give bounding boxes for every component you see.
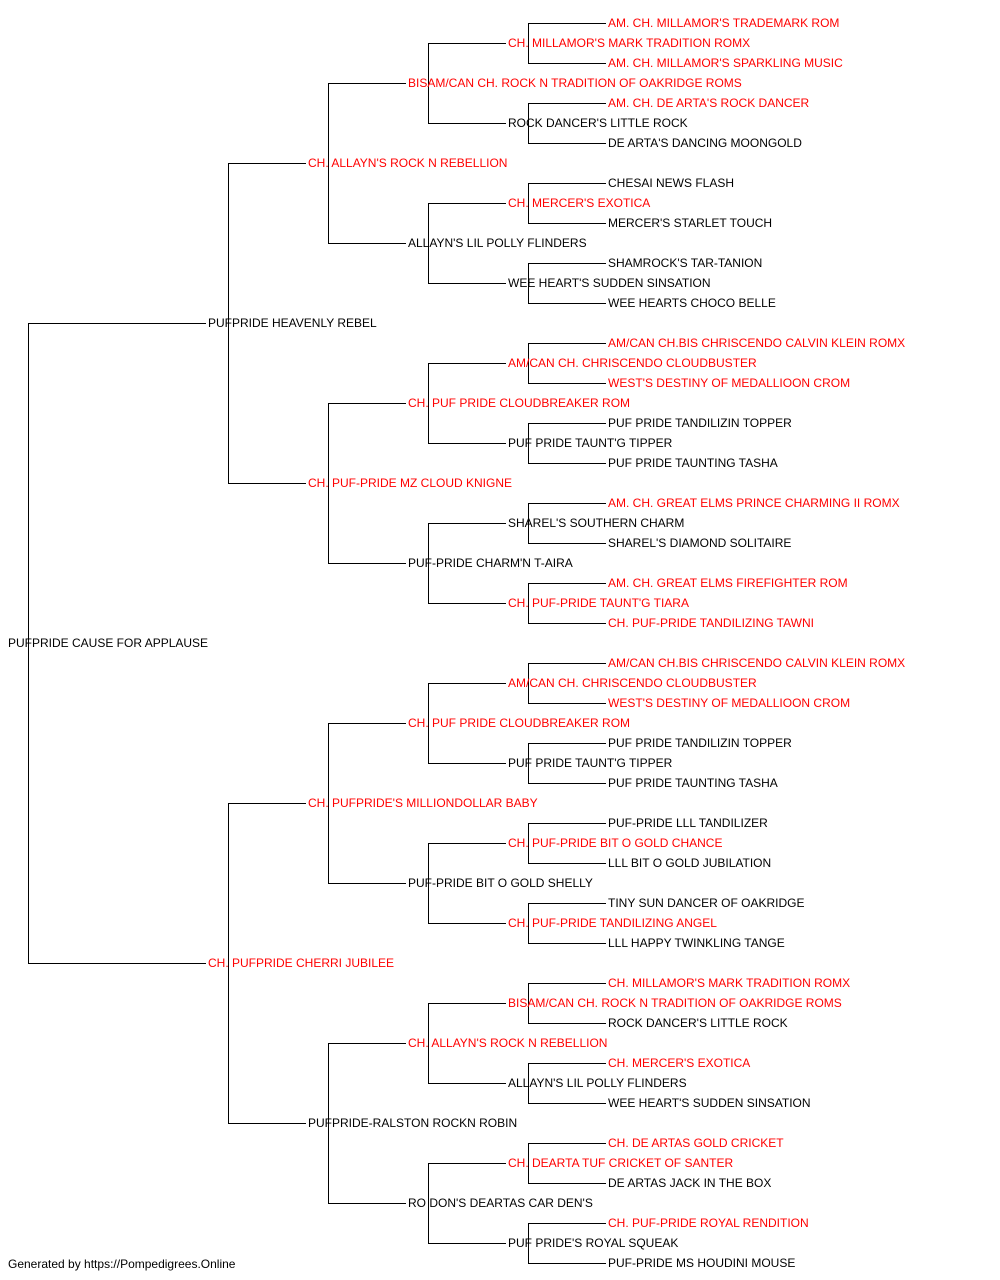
ancestor-name-gen-5: CH. DE ARTAS GOLD CRICKET	[608, 1136, 784, 1150]
ancestor-name-gen-4: ROCK DANCER'S LITTLE ROCK	[508, 116, 688, 130]
ancestor-name-gen-5: AM. CH. DE ARTA'S ROCK DANCER	[608, 96, 810, 110]
pedigree-connector-lines	[28, 23, 606, 1264]
ancestor-name-gen-3: PUF-PRIDE CHARM'N T-AIRA	[408, 556, 573, 570]
ancestor-name-gen-5: CHESAI NEWS FLASH	[608, 176, 734, 190]
ancestor-name-gen-4: AM/CAN CH. CHRISCENDO CLOUDBUSTER	[508, 676, 757, 690]
ancestor-name-gen-4: CH. PUF-PRIDE TAUNT'G TIARA	[508, 596, 689, 610]
ancestor-name-gen-1: CH. PUFPRIDE CHERRI JUBILEE	[208, 956, 394, 970]
ancestor-name-gen-4: CH. MERCER'S EXOTICA	[508, 196, 650, 210]
ancestor-name-gen-5: AM. CH. MILLAMOR'S SPARKLING MUSIC	[608, 56, 843, 70]
ancestor-name-gen-5: SHAREL'S DIAMOND SOLITAIRE	[608, 536, 791, 550]
ancestor-name-gen-5: MERCER'S STARLET TOUCH	[608, 216, 772, 230]
ancestor-name-gen-3: CH. PUF PRIDE CLOUDBREAKER ROM	[408, 716, 630, 730]
ancestor-name-gen-4: BISAM/CAN CH. ROCK N TRADITION OF OAKRID…	[508, 996, 842, 1010]
ancestor-name-gen-5: LLL HAPPY TWINKLING TANGE	[608, 936, 785, 950]
ancestor-name-gen-5: TINY SUN DANCER OF OAKRIDGE	[608, 896, 804, 910]
ancestor-name-gen-5: PUF-PRIDE LLL TANDILIZER	[608, 816, 768, 830]
ancestor-name-gen-4: AM/CAN CH. CHRISCENDO CLOUDBUSTER	[508, 356, 757, 370]
ancestor-name-gen-5: PUF PRIDE TAUNTING TASHA	[608, 456, 778, 470]
ancestor-name-gen-5: LLL BIT O GOLD JUBILATION	[608, 856, 771, 870]
ancestor-name-gen-5: PUF PRIDE TANDILIZIN TOPPER	[608, 416, 792, 430]
ancestor-name-gen-5: DE ARTAS JACK IN THE BOX	[608, 1176, 771, 1190]
ancestor-name-gen-5: CH. PUF-PRIDE ROYAL RENDITION	[608, 1216, 809, 1230]
ancestor-name-gen-5: AM/CAN CH.BIS CHRISCENDO CALVIN KLEIN RO…	[608, 336, 905, 350]
ancestor-name-gen-5: AM. CH. GREAT ELMS PRINCE CHARMING II RO…	[608, 496, 900, 510]
ancestor-name-gen-3: BISAM/CAN CH. ROCK N TRADITION OF OAKRID…	[408, 76, 742, 90]
ancestor-name-gen-4: ALLAYN'S LIL POLLY FLINDERS	[508, 1076, 687, 1090]
ancestor-name-gen-1: PUFPRIDE HEAVENLY REBEL	[208, 316, 377, 330]
ancestor-name-gen-5: DE ARTA'S DANCING MOONGOLD	[608, 136, 802, 150]
ancestor-name-gen-3: PUF-PRIDE BIT O GOLD SHELLY	[408, 876, 593, 890]
ancestor-name-gen-5: WEST'S DESTINY OF MEDALLIOON CROM	[608, 376, 850, 390]
ancestor-name-gen-5: SHAMROCK'S TAR-TANION	[608, 256, 762, 270]
ancestor-name-gen-2: PUFPRIDE-RALSTON ROCKN ROBIN	[308, 1116, 517, 1130]
ancestor-name-gen-5: PUF PRIDE TANDILIZIN TOPPER	[608, 736, 792, 750]
ancestor-name-gen-4: PUF PRIDE TAUNT'G TIPPER	[508, 756, 673, 770]
subject-dog-name: PUFPRIDE CAUSE FOR APPLAUSE	[8, 636, 208, 650]
ancestor-name-gen-4: CH. PUF-PRIDE BIT O GOLD CHANCE	[508, 836, 722, 850]
ancestor-name-gen-5: ROCK DANCER'S LITTLE ROCK	[608, 1016, 788, 1030]
ancestor-name-gen-4: CH. PUF-PRIDE TANDILIZING ANGEL	[508, 916, 717, 930]
ancestor-name-gen-5: PUF PRIDE TAUNTING TASHA	[608, 776, 778, 790]
ancestor-name-gen-4: WEE HEART'S SUDDEN SINSATION	[508, 276, 711, 290]
ancestor-name-gen-5: PUF-PRIDE MS HOUDINI MOUSE	[608, 1256, 795, 1270]
footer-credit: Generated by https://Pompedigrees.Online	[8, 1257, 236, 1271]
ancestor-name-gen-3: ALLAYN'S LIL POLLY FLINDERS	[408, 236, 587, 250]
ancestor-name-gen-3: RO DON'S DEARTAS CAR DEN'S	[408, 1196, 593, 1210]
ancestor-name-gen-4: CH. DEARTA TUF CRICKET OF SANTER	[508, 1156, 733, 1170]
ancestor-name-gen-5: WEE HEART'S SUDDEN SINSATION	[608, 1096, 811, 1110]
ancestor-name-gen-3: CH. PUF PRIDE CLOUDBREAKER ROM	[408, 396, 630, 410]
ancestor-name-gen-2: CH. PUFPRIDE'S MILLIONDOLLAR BABY	[308, 796, 538, 810]
ancestor-name-gen-5: AM. CH. MILLAMOR'S TRADEMARK ROM	[608, 16, 839, 30]
ancestor-name-gen-2: CH. PUF-PRIDE MZ CLOUD KNIGNE	[308, 476, 512, 490]
ancestor-name-gen-4: PUF PRIDE TAUNT'G TIPPER	[508, 436, 673, 450]
ancestor-name-gen-5: WEE HEARTS CHOCO BELLE	[608, 296, 776, 310]
ancestor-name-gen-5: CH. MILLAMOR'S MARK TRADITION ROMX	[608, 976, 850, 990]
ancestor-name-gen-5: AM/CAN CH.BIS CHRISCENDO CALVIN KLEIN RO…	[608, 656, 905, 670]
pedigree-labels: PUFPRIDE CAUSE FOR APPLAUSE PUFPRIDE HEAV…	[8, 16, 905, 1270]
ancestor-name-gen-4: SHAREL'S SOUTHERN CHARM	[508, 516, 684, 530]
ancestor-name-gen-4: CH. MILLAMOR'S MARK TRADITION ROMX	[508, 36, 750, 50]
ancestor-name-gen-5: WEST'S DESTINY OF MEDALLIOON CROM	[608, 696, 850, 710]
ancestor-name-gen-2: CH. ALLAYN'S ROCK N REBELLION	[308, 156, 507, 170]
ancestor-name-gen-3: CH. ALLAYN'S ROCK N REBELLION	[408, 1036, 607, 1050]
ancestor-name-gen-4: PUF PRIDE'S ROYAL SQUEAK	[508, 1236, 678, 1250]
ancestor-name-gen-5: AM. CH. GREAT ELMS FIREFIGHTER ROM	[608, 576, 848, 590]
ancestor-name-gen-5: CH. PUF-PRIDE TANDILIZING TAWNI	[608, 616, 814, 630]
ancestor-name-gen-5: CH. MERCER'S EXOTICA	[608, 1056, 750, 1070]
